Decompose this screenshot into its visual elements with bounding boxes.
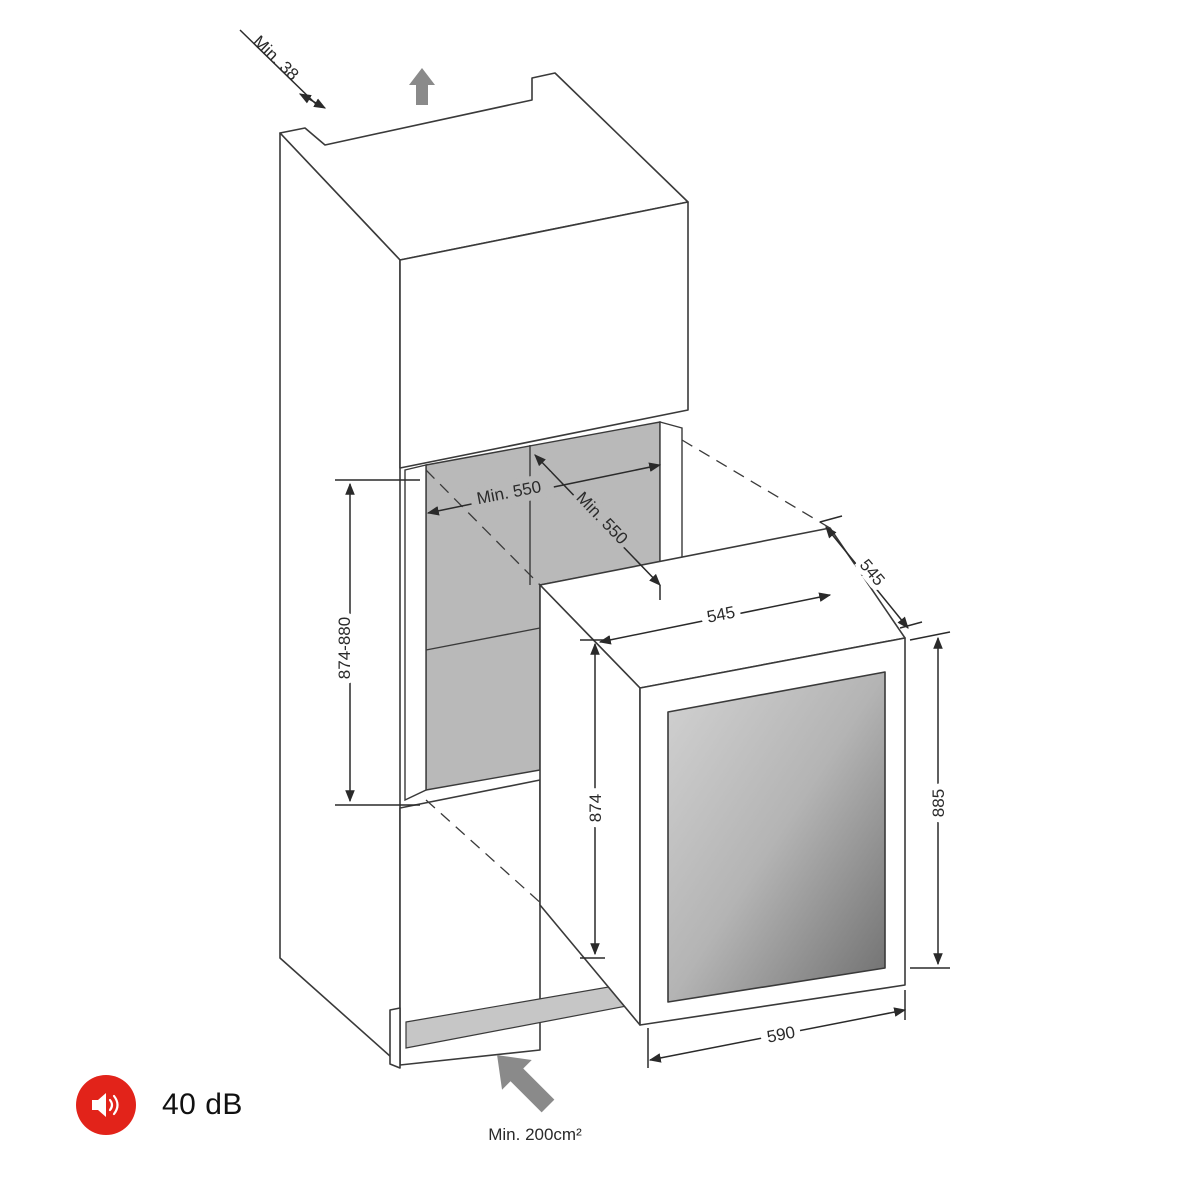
appliance-door-glass bbox=[667, 671, 886, 1003]
label-appliance-total-height: 885 bbox=[929, 789, 948, 817]
niche-right-wall bbox=[659, 421, 683, 563]
label-appliance-body-height: 874 bbox=[586, 794, 605, 822]
cabinet-side-panel bbox=[279, 132, 401, 1066]
speaker-icon bbox=[76, 1075, 136, 1135]
airflow-out-arrow bbox=[409, 68, 435, 105]
label-vent-area: Min. 200cm² bbox=[488, 1125, 582, 1144]
cabinet-lower-panel bbox=[399, 779, 541, 1066]
cabinet-plinth bbox=[389, 1007, 401, 1069]
niche-shelf-line bbox=[425, 627, 541, 651]
dimension-lines bbox=[239, 29, 951, 1068]
cabinet-upper-door bbox=[399, 201, 689, 469]
airflow-in-arrow bbox=[497, 1055, 555, 1113]
noise-level-badge: 40 dB bbox=[76, 1075, 243, 1135]
label-niche-height: 874-880 bbox=[335, 617, 354, 679]
label-top-clearance: Min. 38 bbox=[249, 32, 302, 84]
tall-cabinet bbox=[279, 72, 689, 1069]
noise-level-value: 40 dB bbox=[162, 1088, 243, 1121]
label-appliance-width: 590 bbox=[765, 1023, 796, 1047]
niche-frame bbox=[404, 464, 427, 802]
